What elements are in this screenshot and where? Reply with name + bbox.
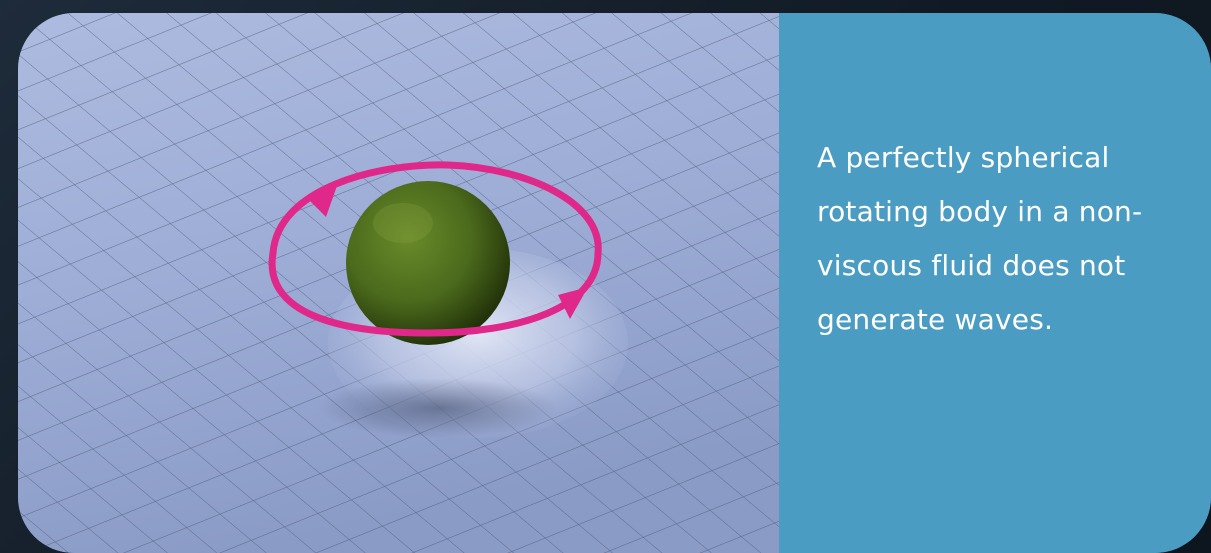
rotating-sphere-illustration xyxy=(18,13,779,553)
caption-text: A perfectly spherical rotating body in a… xyxy=(817,141,1143,336)
rotation-arrow-icon xyxy=(308,183,588,319)
sphere xyxy=(346,181,510,345)
rotation-ring-back xyxy=(269,161,602,257)
illustration-panel xyxy=(18,13,779,553)
sphere-shadow xyxy=(318,378,558,438)
caption-panel: A perfectly spherical rotating body in a… xyxy=(779,13,1211,553)
slide: A perfectly spherical rotating body in a… xyxy=(18,13,1211,553)
sphere-highlight xyxy=(373,203,433,243)
